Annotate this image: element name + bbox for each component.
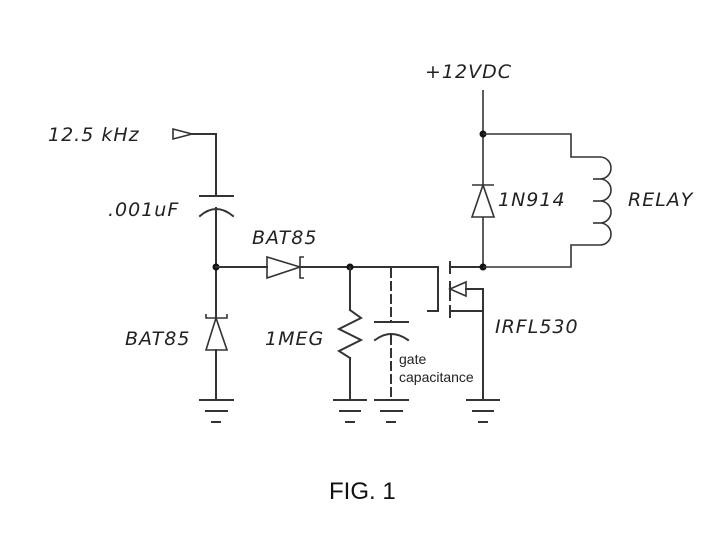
- mosfet-label: IRFL530: [495, 316, 579, 338]
- relay-bottom-wire: [483, 244, 600, 268]
- gate-capacitance-label-2: capacitance: [399, 369, 474, 385]
- ground-icon: [374, 399, 409, 423]
- input-frequency-label: 12.5 kHz: [48, 124, 140, 146]
- ground-icon: [333, 399, 367, 423]
- coupling-capacitor-label: .001uF: [108, 199, 179, 221]
- resistor-label: 1MEG: [265, 328, 324, 350]
- supply-label: +12VDC: [425, 61, 512, 83]
- gate-capacitance-label-1: gate: [399, 351, 426, 367]
- flyback-diode: [470, 182, 496, 218]
- gate-capacitance-capacitor: [373, 321, 410, 342]
- relay-top-wire: [483, 133, 600, 158]
- figure-caption: FIG. 1: [329, 478, 396, 505]
- resistor: [336, 308, 364, 360]
- shunt-schottky-diode: [204, 314, 229, 351]
- series-schottky-diode: [266, 255, 304, 280]
- relay-label: RELAY: [628, 189, 694, 211]
- n-mosfet: [427, 261, 484, 318]
- relay-coil-icon: [599, 156, 612, 246]
- ground-icon: [199, 399, 234, 423]
- input-signal-arrow: [172, 127, 196, 141]
- shunt-diode-label: BAT85: [125, 328, 190, 350]
- input-wire: [191, 133, 217, 197]
- ground-icon: [466, 399, 500, 423]
- flyback-diode-label: 1N914: [498, 189, 566, 211]
- series-diode-label: BAT85: [252, 227, 317, 249]
